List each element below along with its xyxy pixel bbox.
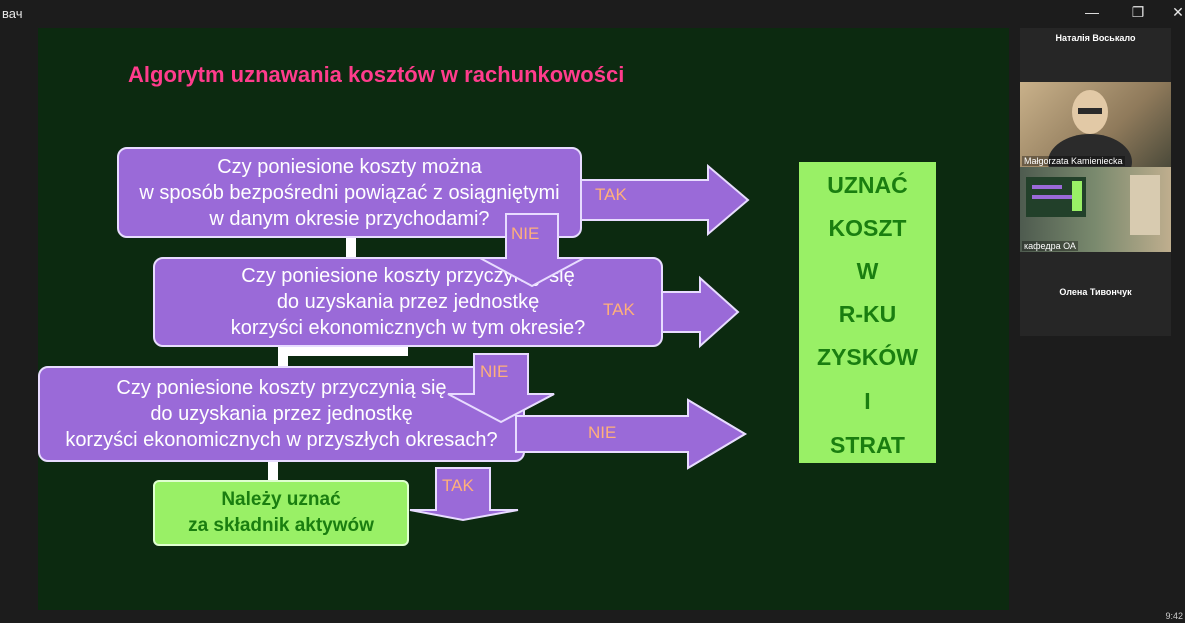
question-box-3: Czy poniesione koszty przyczynią się do … bbox=[38, 366, 525, 462]
asset-box: Należy uznać za składnik aktywów bbox=[153, 480, 409, 546]
slide-title: Algorytm uznawania kosztów w rachunkowoś… bbox=[128, 62, 625, 87]
result-line-1: UZNAĆ bbox=[827, 172, 908, 198]
result-line-3: W bbox=[856, 258, 879, 284]
title-bar: вач — ❐ ✕ bbox=[0, 0, 1185, 28]
question-box-1: Czy poniesione koszty można w sposób bez… bbox=[117, 147, 582, 238]
screen-preview-icon bbox=[1026, 175, 1160, 235]
arrow-right-3 bbox=[515, 398, 747, 470]
arrow-right-1 bbox=[577, 163, 750, 237]
participant-name-4[interactable]: Олена Тивончук bbox=[1059, 287, 1132, 297]
person-avatar-icon bbox=[1048, 90, 1132, 167]
question-box-2: Czy poniesione koszty przyczyniły się do… bbox=[153, 257, 663, 347]
down-label-tak-3: TAK bbox=[442, 476, 474, 495]
participant-name-2: Małgorzata Kamieniecka bbox=[1022, 156, 1125, 166]
participant-video-2[interactable]: Małgorzata Kamieniecka bbox=[1020, 82, 1171, 167]
result-line-7: STRAT bbox=[830, 432, 905, 458]
arrow-down-3 bbox=[409, 467, 519, 522]
arrow-label-tak-2: TAK bbox=[603, 300, 635, 319]
down-label-nie-1: NIE bbox=[511, 224, 540, 243]
connector-1 bbox=[346, 236, 356, 260]
bottom-bar: 9:42 bbox=[0, 610, 1185, 623]
participant-name-3: кафедра ОА bbox=[1022, 241, 1078, 251]
participant-name-1[interactable]: Наталія Воськало bbox=[1055, 33, 1136, 43]
close-icon[interactable]: ✕ bbox=[1172, 4, 1184, 20]
result-box: UZNAĆ KOSZT W R-KU ZYSKÓW I STRAT bbox=[799, 162, 936, 463]
participant-video-3[interactable]: кафедра ОА bbox=[1020, 167, 1171, 252]
restore-icon[interactable]: ❐ bbox=[1131, 4, 1145, 20]
participant-panel: Наталія Воськало Małgorzata Kamieniecka … bbox=[1020, 28, 1171, 336]
minimize-icon[interactable]: — bbox=[1085, 4, 1099, 20]
result-line-6: I bbox=[864, 388, 871, 414]
connector-2b bbox=[278, 346, 288, 370]
result-line-4: R-KU bbox=[838, 301, 897, 327]
result-line-5: ZYSKÓW bbox=[817, 344, 918, 370]
connector-2 bbox=[278, 346, 408, 356]
window-title: вач bbox=[2, 6, 23, 21]
shared-slide: Algorytm uznawania kosztów w rachunkowoś… bbox=[38, 28, 1009, 610]
result-line-2: KOSZT bbox=[828, 215, 907, 241]
clock-readout: 9:42 bbox=[1165, 611, 1183, 621]
arrow-label-nie-3: NIE bbox=[588, 423, 617, 442]
connector-3 bbox=[268, 460, 278, 482]
down-label-nie-2: NIE bbox=[480, 362, 509, 381]
arrow-label-tak-1: TAK bbox=[595, 185, 627, 204]
